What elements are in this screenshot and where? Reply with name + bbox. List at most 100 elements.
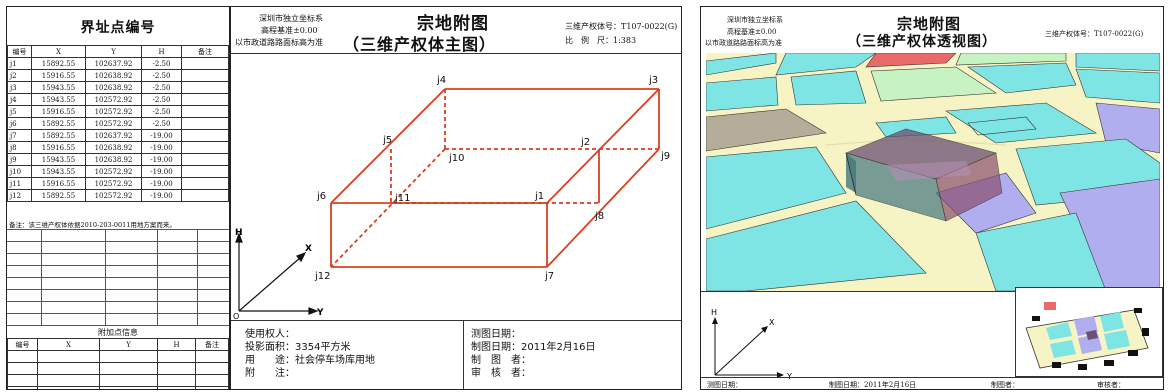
edge-j3-j1 bbox=[546, 88, 660, 204]
table-cell: -19.00 bbox=[141, 129, 182, 142]
owner-label: 使用权人： bbox=[245, 329, 295, 340]
checker-label: 审 核 者： bbox=[471, 368, 531, 379]
table-cell: 102572.92 bbox=[85, 105, 142, 118]
coord-col-header-3: H bbox=[141, 45, 182, 58]
coord-col-header-0: 编号 bbox=[7, 45, 32, 58]
table-cell bbox=[181, 81, 229, 94]
persp-body-number-value: T107-0022(G) bbox=[1094, 30, 1144, 38]
table-cell: j2 bbox=[7, 69, 32, 82]
table-cell: 15892.55 bbox=[31, 189, 86, 202]
survey-date-label: 测图日期： bbox=[471, 329, 521, 340]
vertex-label-j9: j9 bbox=[660, 151, 670, 162]
persp-elevation-base: 高程基准±0.00 bbox=[727, 28, 777, 36]
persp-body-number-label: 三维产权体号： bbox=[1045, 30, 1094, 38]
table-cell: j5 bbox=[7, 105, 32, 118]
survey-date-field: 测图日期： bbox=[471, 325, 521, 340]
table-cell bbox=[181, 105, 229, 118]
axis-y-label: Y bbox=[316, 308, 324, 318]
axis-h-label: H bbox=[235, 228, 243, 238]
extra-col-header-3: H bbox=[157, 338, 196, 351]
table-note: 备注：该三维产权体依据2010-203-0011用地方案而来。 bbox=[9, 221, 176, 229]
table-cell: 15892.55 bbox=[31, 57, 86, 70]
table-cell: 102638.92 bbox=[85, 81, 142, 94]
table-cell: -2.50 bbox=[141, 81, 182, 94]
use-value: 社会停车场库用地 bbox=[295, 355, 375, 366]
table-cell: j1 bbox=[7, 57, 32, 70]
table-cell bbox=[181, 69, 229, 82]
table-cell: -2.50 bbox=[141, 105, 182, 118]
table-cell: -19.00 bbox=[141, 177, 182, 190]
table-cell: 102572.92 bbox=[85, 93, 142, 106]
table-cell: -2.50 bbox=[141, 69, 182, 82]
vertex-label-j7: j7 bbox=[544, 271, 554, 282]
table-cell: 102637.92 bbox=[85, 129, 142, 142]
table-cell: -2.50 bbox=[141, 57, 182, 70]
draw-date-field: 制图日期：2011年2月16日 bbox=[471, 338, 596, 353]
table-cell bbox=[181, 177, 229, 190]
persp-title: 宗地附图 bbox=[897, 15, 962, 33]
axis-x-label: X bbox=[305, 244, 312, 254]
coordinate-table-title: 界址点编号 bbox=[80, 20, 156, 36]
axis-origin-label: O bbox=[233, 312, 239, 321]
persp-body-number: 三维产权体号：T107-0022(G) bbox=[1045, 29, 1143, 39]
edge-j6-j4 bbox=[330, 88, 446, 204]
vertex-label-j2: j2 bbox=[580, 137, 590, 148]
area-value: 3354平方米 bbox=[295, 342, 351, 353]
table-cell: 15943.55 bbox=[31, 165, 86, 178]
table-cell bbox=[181, 57, 229, 70]
coord-col-header-2: Y bbox=[85, 45, 142, 58]
checker-field: 审 核 者： bbox=[471, 364, 531, 379]
vertex-label-j8: j8 bbox=[594, 211, 604, 222]
table-cell bbox=[181, 165, 229, 178]
table-cell: -19.00 bbox=[141, 189, 182, 202]
body-number-label: 三维产权体号： bbox=[565, 22, 621, 31]
use-label: 用 途： bbox=[245, 355, 295, 366]
coord-system-label: 深圳市独立坐标系 bbox=[259, 14, 323, 23]
table-cell: j10 bbox=[7, 165, 32, 178]
persp-axis-h: H bbox=[711, 308, 717, 317]
perspective-scene bbox=[706, 53, 1160, 291]
note-label: 附 注： bbox=[245, 368, 295, 379]
extra-points-title: 附加点信息 bbox=[98, 328, 138, 337]
persp-road-base: 以市政道路路面标高为准 bbox=[705, 39, 782, 47]
persp-drafter: 制图者： bbox=[991, 381, 1019, 389]
table-cell bbox=[181, 141, 229, 154]
table-cell: j6 bbox=[7, 117, 32, 130]
hidden-edge-j10-j12 bbox=[330, 148, 446, 268]
coord-col-header-4: 备注 bbox=[181, 45, 229, 58]
table-cell bbox=[181, 93, 229, 106]
body-number: 三维产权体号：T107-0022(G) bbox=[565, 21, 677, 32]
table-cell: 15916.55 bbox=[31, 177, 86, 190]
table-cell: -19.00 bbox=[141, 141, 182, 154]
perspective-sheet: 深圳市独立坐标系 高程基准±0.00 以市政道路路面标高为准 宗地附图 （三维产… bbox=[700, 6, 1164, 390]
vertex-label-j6: j6 bbox=[316, 191, 326, 202]
table-cell: j12 bbox=[7, 189, 32, 202]
table-cell: 15892.55 bbox=[31, 129, 86, 142]
table-cell: 15916.55 bbox=[31, 105, 86, 118]
table-cell: 102638.92 bbox=[85, 153, 142, 166]
table-cell: 102638.92 bbox=[85, 141, 142, 154]
table-cell: -2.50 bbox=[141, 117, 182, 130]
table-cell bbox=[181, 117, 229, 130]
extra-col-header-1: X bbox=[37, 338, 100, 351]
table-cell: 102637.92 bbox=[85, 57, 142, 70]
table-cell: 102572.92 bbox=[85, 117, 142, 130]
coord-col-header-1: X bbox=[31, 45, 86, 58]
draw-date-value: 2011年2月16日 bbox=[521, 342, 596, 353]
scale-value: 1:383 bbox=[613, 36, 637, 45]
table-cell: 15943.55 bbox=[31, 81, 86, 94]
extra-col-header-2: Y bbox=[99, 338, 158, 351]
extra-col-header-4: 备注 bbox=[195, 338, 229, 351]
